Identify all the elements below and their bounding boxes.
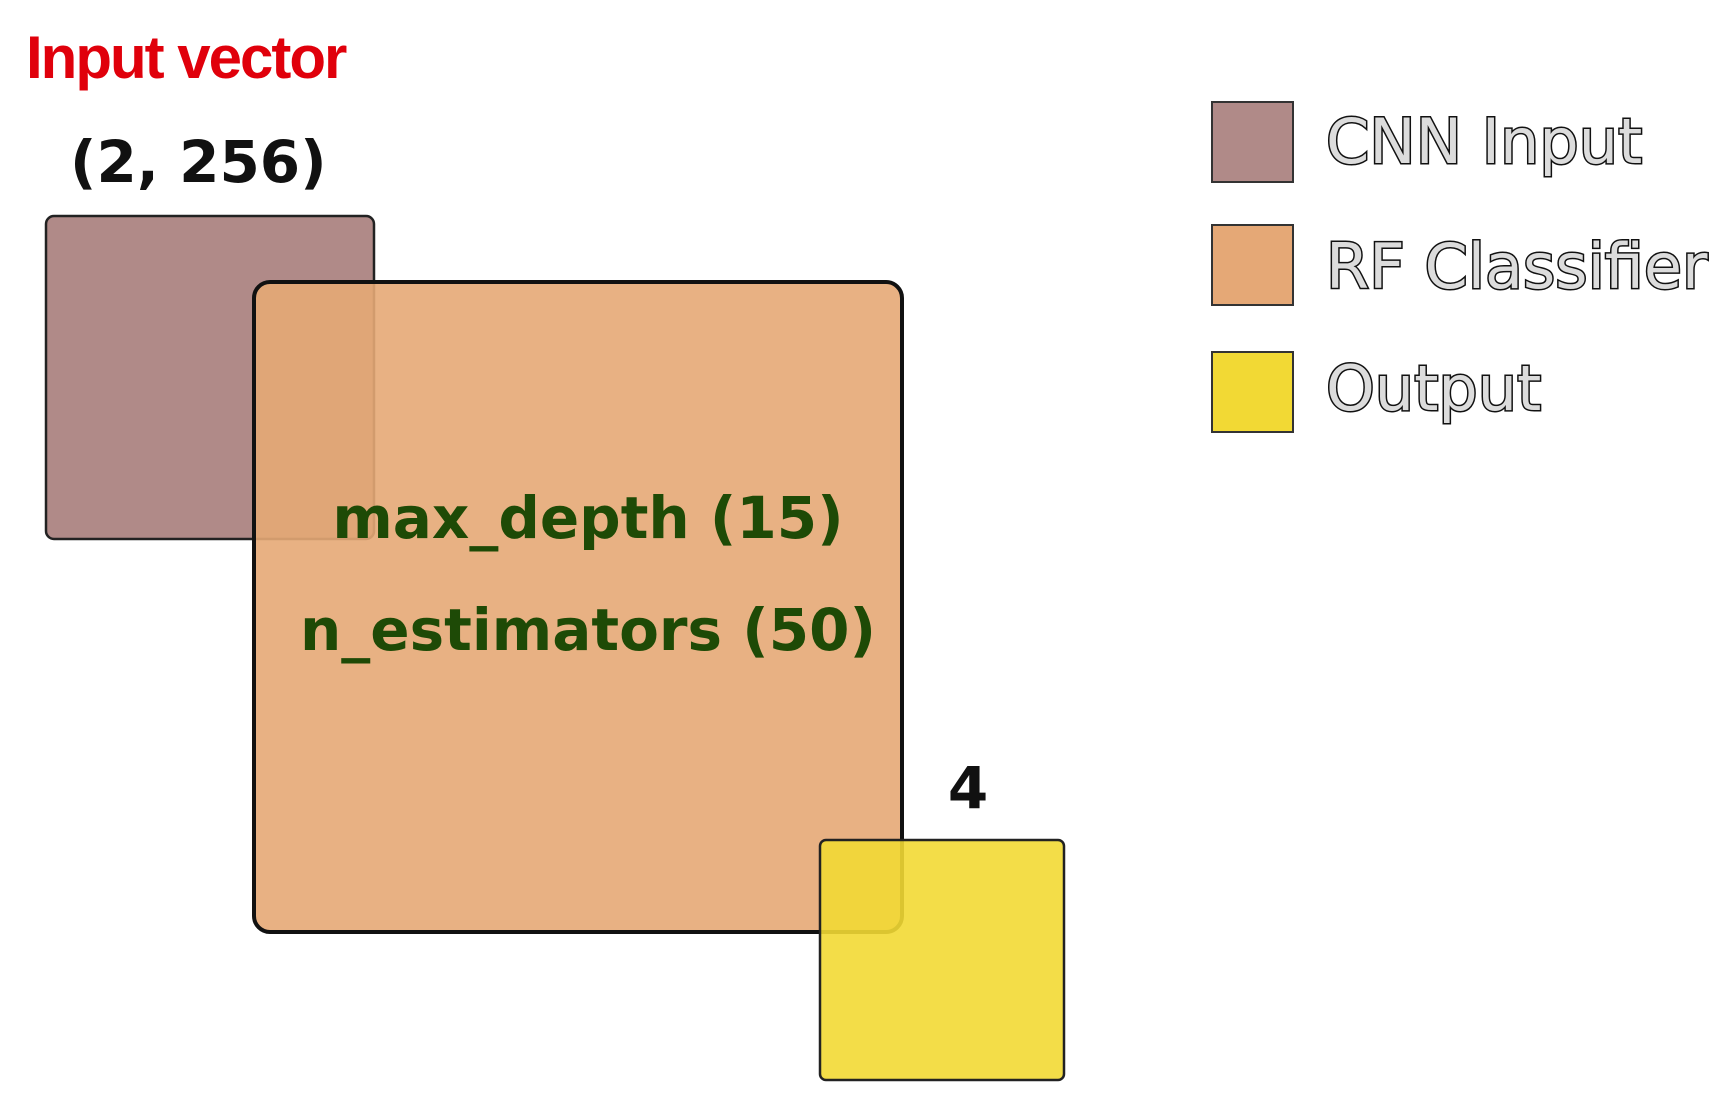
legend: CNN Input RF Classifier Output bbox=[1211, 101, 1709, 433]
legend-swatch-output bbox=[1211, 351, 1294, 433]
legend-swatch-cnn-input bbox=[1211, 101, 1294, 183]
legend-swatch-rf-classifier bbox=[1211, 224, 1294, 306]
legend-label-rf-classifier: RF Classifier bbox=[1326, 230, 1708, 303]
input-dimension-label: (2, 256) bbox=[70, 128, 327, 196]
param-n-estimators: n_estimators (50) bbox=[300, 596, 876, 664]
diagram-title: Input vector bbox=[26, 24, 347, 91]
output-dimension-label: 4 bbox=[948, 754, 988, 822]
output-block bbox=[818, 838, 1066, 1082]
legend-label-output: Output bbox=[1326, 352, 1541, 425]
param-max-depth: max_depth (15) bbox=[332, 484, 843, 552]
legend-label-cnn-input: CNN Input bbox=[1326, 105, 1642, 178]
rf-classifier-block bbox=[252, 280, 904, 934]
